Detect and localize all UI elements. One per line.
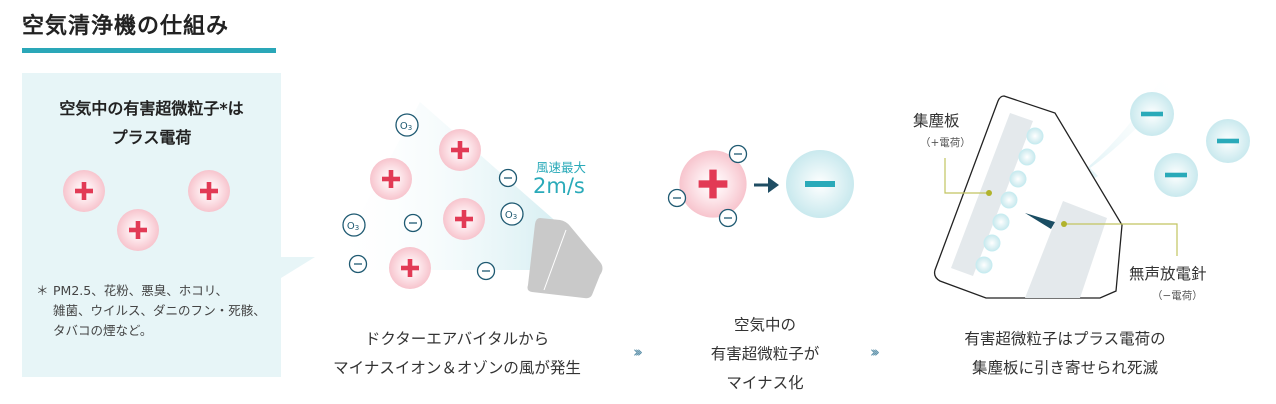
captured-particles [975, 127, 1044, 274]
step3-caption: 有害超微粒子はプラス電荷の 集塵板に引き寄せられ死滅 [900, 325, 1230, 383]
step1-caption: ドクターエアバイタルから マイナスイオン＆オゾンの風が発生 [297, 325, 617, 383]
caption-line: マイナスイオン＆オゾンの風が発生 [333, 359, 581, 377]
plus-particle-icon [63, 170, 105, 212]
minus-ion-icon [476, 261, 496, 281]
discharge-needle-sublabel: （−電荷） [1152, 290, 1203, 302]
ozone-icon [395, 113, 419, 137]
minus-particle-icon [1206, 119, 1250, 163]
panel-heading: 空気中の有害超微粒子*は プラス電荷 [22, 94, 281, 152]
air-purifier-device-icon [527, 218, 603, 299]
minus-particle-icon [1154, 153, 1198, 197]
chevron-right-icon: ››› [870, 343, 880, 361]
minus-ion-icon [667, 188, 687, 208]
caption-line: ドクターエアバイタルから [364, 330, 550, 348]
caption-line: 空気中の [733, 316, 796, 334]
chevron-right-icon: ››› [633, 343, 643, 361]
footnote-line: PM2.5、花粉、悪臭、ホコリ、 [53, 283, 228, 298]
collector-plate-sublabel: （+電荷） [920, 137, 971, 149]
minus-ion-icon [498, 168, 518, 188]
wind-speed-label: 風速最大 [536, 160, 587, 175]
caption-line: 有害超微粒子が [710, 345, 820, 363]
minus-ion-icon [718, 208, 738, 228]
footnote: ＊ PM2.5、花粉、悪臭、ホコリ、 雑菌、ウイルス、ダニのフン・死骸、 タバコ… [36, 281, 281, 341]
leader-line [944, 158, 989, 194]
step2-caption: 空気中の 有害超微粒子が マイナス化 [665, 311, 865, 398]
panel-heading-line: 空気中の有害超微粒子*は [59, 99, 244, 118]
ozone-icon [500, 202, 524, 226]
title-underline [22, 48, 276, 53]
minus-particle-large-icon [786, 150, 854, 218]
caption-line: 集塵板に引き寄せられ死滅 [971, 359, 1158, 377]
minus-particle-icon [1130, 92, 1174, 136]
minus-ion-icon [348, 254, 368, 274]
air-flow-beam [330, 102, 560, 270]
plus-particle-icon [370, 158, 412, 200]
discharge-needle-label: 無声放電針 [1129, 265, 1207, 283]
page-title: 空気清浄機の仕組み [22, 14, 230, 39]
collector-plate-label: 集塵板 [913, 112, 960, 130]
arrow-right-icon [754, 177, 779, 193]
minus-ion-icon [728, 144, 748, 164]
plus-particle-icon [117, 209, 159, 251]
footnote-line: 雑菌、ウイルス、ダニのフン・死骸、 [53, 303, 266, 318]
panel-tail [281, 257, 315, 278]
footnote-mark: ＊ [36, 283, 49, 298]
minus-ion-icon [403, 213, 423, 233]
panel-heading-line: プラス電荷 [111, 128, 192, 147]
plus-particle-icon [443, 198, 485, 240]
wind-speed-value: 2m/s [533, 174, 585, 198]
caption-line: マイナス化 [726, 374, 804, 392]
plus-particle-icon [188, 170, 230, 212]
footnote-line: タバコの煙など。 [53, 323, 153, 338]
plus-particle-icon [389, 247, 431, 289]
caption-line: 有害超微粒子はプラス電荷の [964, 330, 1166, 348]
discharge-plate [1025, 201, 1107, 298]
leader-line [1064, 223, 1178, 256]
discharge-needle-icon [1025, 213, 1055, 229]
ozone-icon [342, 213, 366, 237]
plus-particle-icon [439, 129, 481, 171]
collector-plate [951, 113, 1033, 276]
